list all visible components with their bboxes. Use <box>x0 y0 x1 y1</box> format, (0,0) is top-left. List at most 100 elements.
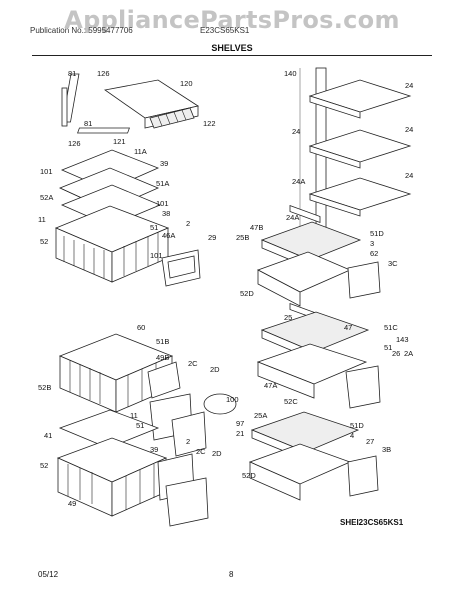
callout: 52D <box>242 471 256 480</box>
bracket-2D-lower <box>165 477 209 527</box>
callout: 39 <box>160 159 168 168</box>
callout: 97 <box>236 419 244 428</box>
callout: 24 <box>405 171 413 180</box>
callout: 38 <box>162 209 170 218</box>
callout: 2A <box>404 349 413 358</box>
callout: 24 <box>292 127 300 136</box>
callout: 24A <box>286 213 299 222</box>
callout: 52B <box>38 383 51 392</box>
frame-49B <box>147 361 181 399</box>
cover-11 <box>58 409 160 449</box>
callout: 126 <box>68 139 81 148</box>
footer-date: 05/12 <box>38 570 59 579</box>
callout: 11A <box>134 147 147 156</box>
callout: 121 <box>113 137 126 146</box>
callout: 25B <box>236 233 249 242</box>
callout: 4 <box>350 431 354 440</box>
lower-right-crisper-assembly <box>248 311 381 501</box>
diagram-code: SHEI23CS65KS1 <box>340 518 404 527</box>
bracket-2D <box>171 411 207 457</box>
callout: 2 <box>186 219 190 228</box>
lower-left-drawer-assembly <box>56 333 237 527</box>
callout: 101 <box>40 167 53 176</box>
bracket-29-inner <box>167 255 196 279</box>
callout: 25A <box>254 411 267 420</box>
callout: 122 <box>203 119 216 128</box>
drawer-26-front <box>257 361 315 399</box>
page-number: 8 <box>229 570 234 579</box>
callout: 51B <box>156 337 169 346</box>
callout: 3C <box>388 259 398 268</box>
model-number: E23CS65KS1 <box>200 26 250 35</box>
callout: 120 <box>180 79 193 88</box>
shelf-24b-edge <box>309 145 361 169</box>
callout: 60 <box>137 323 145 332</box>
callout: 51 <box>384 343 392 352</box>
callout: 3B <box>382 445 391 454</box>
part-121 <box>77 127 130 134</box>
callout: 27 <box>366 437 374 446</box>
drawer-52D-lower-front <box>249 461 301 501</box>
callout: 47A <box>264 381 277 390</box>
bracket-2A <box>345 365 381 409</box>
callout: 2 <box>186 437 190 446</box>
upper-left-drawer-assembly <box>54 73 201 287</box>
callout: 26 <box>392 349 400 358</box>
callout: 24 <box>405 125 413 134</box>
callout: 52A <box>40 193 53 202</box>
drawer-52D-front <box>257 269 301 307</box>
callout: 49 <box>68 499 76 508</box>
callout: 49B <box>156 353 169 362</box>
callout: 101 <box>150 251 163 260</box>
callout: 51D <box>370 229 384 238</box>
shelf-24c-edge <box>309 193 361 217</box>
callout: 47 <box>344 323 352 332</box>
callout: 46A <box>162 231 175 240</box>
callout: 51C <box>384 323 398 332</box>
callout: 100 <box>226 395 239 404</box>
callout: 21 <box>236 429 244 438</box>
callout: 81 <box>68 69 76 78</box>
callout: 51 <box>150 223 158 232</box>
callout: 11 <box>38 215 46 224</box>
callout: 24 <box>405 81 413 90</box>
callout: 2D <box>212 449 222 458</box>
header-rule <box>32 55 432 56</box>
rail-126-lower <box>61 87 68 127</box>
callout: 52 <box>40 461 48 470</box>
callout: 51D <box>350 421 364 430</box>
callout: 39 <box>150 445 158 454</box>
callout-labels: 81 126 120 81 126 121 122 140 24 24 24 2… <box>38 69 413 508</box>
callout: 2C <box>188 359 198 368</box>
callout: 52D <box>240 289 254 298</box>
bracket-24A-1 <box>289 205 321 224</box>
callout: 47B <box>250 223 263 232</box>
section-title: SHELVES <box>211 43 253 53</box>
callout: 140 <box>284 69 297 78</box>
callout: 25 <box>284 313 292 322</box>
callout: 81 <box>84 119 92 128</box>
bracket-3C <box>347 261 381 299</box>
callout: 11 <box>130 411 138 420</box>
callout: 2D <box>210 365 220 374</box>
callout: 3 <box>370 239 374 248</box>
callout: 41 <box>44 431 52 440</box>
callout: 2C <box>196 447 206 456</box>
callout: 101 <box>156 199 169 208</box>
bracket-3B <box>347 455 379 497</box>
callout: 51A <box>156 179 169 188</box>
callout: 52 <box>40 237 48 246</box>
callout: 51 <box>136 421 144 430</box>
callout: 52C <box>284 397 298 406</box>
publication-number: Publication No.: 5995477706 <box>30 26 133 35</box>
upper-right-shelf-assembly <box>257 67 412 322</box>
callout: 126 <box>97 69 110 78</box>
shelf-24a-edge <box>309 95 361 119</box>
fan-100 <box>203 393 237 415</box>
watermark: AppliancePartsPros.com <box>64 6 400 34</box>
callout: 143 <box>396 335 409 344</box>
callout: 29 <box>208 233 216 242</box>
callout: 24A <box>292 177 305 186</box>
callout: 62 <box>370 249 378 258</box>
